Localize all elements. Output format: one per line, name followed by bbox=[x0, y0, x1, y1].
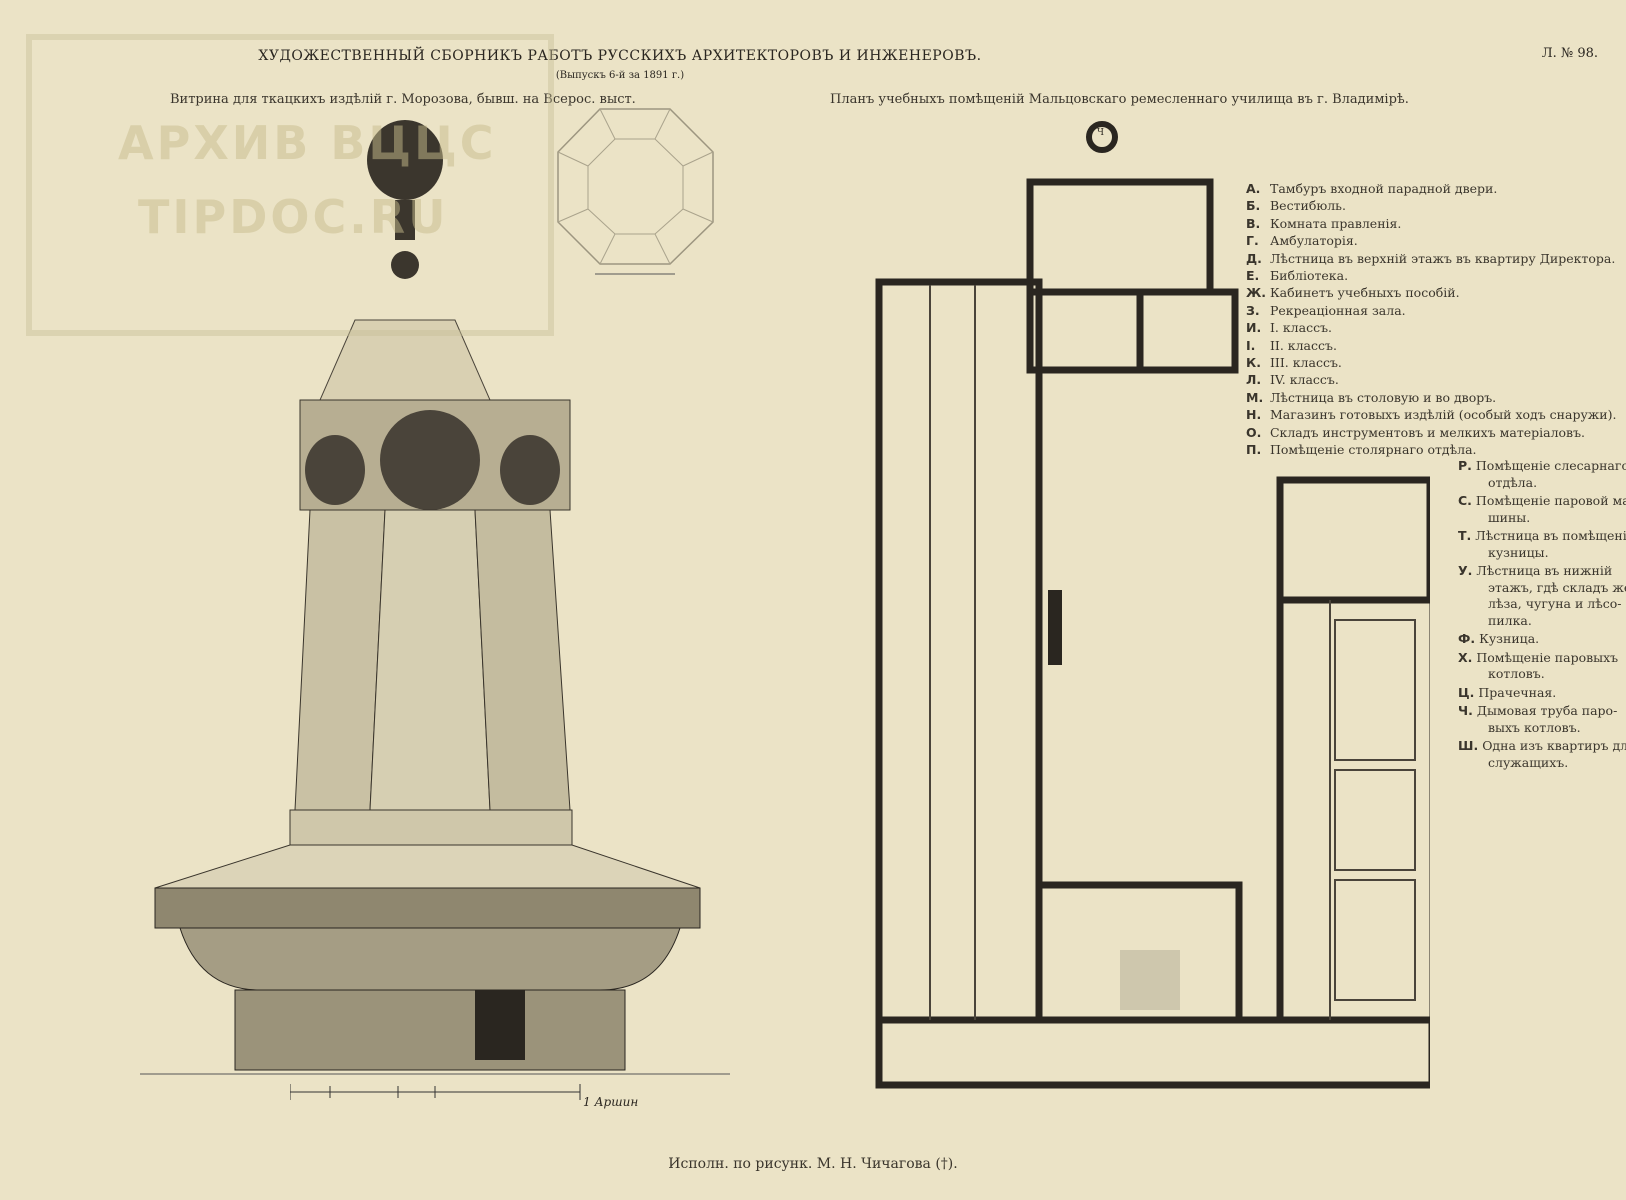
legend-item: Б. Вестибюль. bbox=[1246, 198, 1346, 214]
legend-item: З. Рекреаціонная зала. bbox=[1246, 302, 1406, 318]
compass-label: Ч bbox=[1097, 128, 1104, 138]
legend-list: А. Тамбуръ входной парадной двери. Б. Ве… bbox=[1246, 180, 1616, 459]
legend-item: В. Комната правленія. bbox=[1246, 215, 1402, 231]
legend-item: Ф. Кузница. bbox=[1458, 631, 1540, 646]
footer-credit: Исполн. по рисунк. М. Н. Чичагова (†). bbox=[668, 1156, 958, 1172]
legend-item: Ч. Дымовая труба паро-выхъ котловъ. bbox=[1458, 703, 1618, 735]
watermark-line2: TIPDOC.RU bbox=[138, 190, 449, 244]
legend-item: П. Помѣщеніе столярнаго отдѣла. bbox=[1246, 442, 1477, 458]
legend-item: К. III. классъ. bbox=[1246, 355, 1342, 371]
legend-item: О. Складъ инструментовъ и мелкихъ матері… bbox=[1246, 424, 1586, 440]
plate-subtitle: (Выпускъ 6-й за 1891 г.) bbox=[555, 70, 685, 81]
showcase-elevation bbox=[140, 120, 730, 1075]
legend-item: Н. Магазинъ готовыхъ издѣлій (особый ход… bbox=[1246, 407, 1617, 423]
watermark-line1: АРХИВ ВЦЦС bbox=[118, 116, 497, 170]
plate-number: Л. № 98. bbox=[1541, 46, 1598, 61]
legend-item: Л. IV. классъ. bbox=[1246, 372, 1339, 388]
legend-item: М. Лѣстница въ столовую и во дворъ. bbox=[1246, 389, 1497, 405]
legend-item: Ц. Прачечная. bbox=[1458, 684, 1557, 700]
legend-item: І. II. классъ. bbox=[1246, 337, 1337, 353]
octagon-plan bbox=[557, 108, 714, 275]
plate-title: ХУДОЖЕСТВЕННЫЙ СБОРНИКЪ РАБОТЪ РУССКИХЪ … bbox=[258, 48, 982, 64]
legend-item: Г. Амбулаторія. bbox=[1246, 233, 1358, 249]
scale-bar bbox=[290, 1084, 581, 1100]
legend-item: Е. Библіотека. bbox=[1246, 268, 1349, 284]
floor-plan bbox=[875, 121, 1430, 1089]
right-caption: Планъ учебныхъ помѣщеній Мальцовскаго ре… bbox=[830, 92, 1409, 107]
legend-item: А. Тамбуръ входной парадной двери. bbox=[1246, 181, 1498, 196]
left-caption: Витрина для ткацкихъ издѣлій г. Морозова… bbox=[170, 92, 636, 107]
legend-item: И. I. классъ. bbox=[1246, 320, 1333, 336]
watermark-frame: АРХИВ ВЦЦС TIPDOC.RU bbox=[26, 34, 554, 336]
scale-label: 1 Аршин bbox=[583, 1095, 639, 1109]
legend-item: С. Помѣщеніе паровой ма-шины. bbox=[1458, 493, 1626, 525]
legend-item: Ж. Кабинетъ учебныхъ пособій. bbox=[1246, 285, 1460, 301]
legend-item: Д. Лѣстница въ верхній этажъ въ квартиру… bbox=[1246, 250, 1616, 266]
